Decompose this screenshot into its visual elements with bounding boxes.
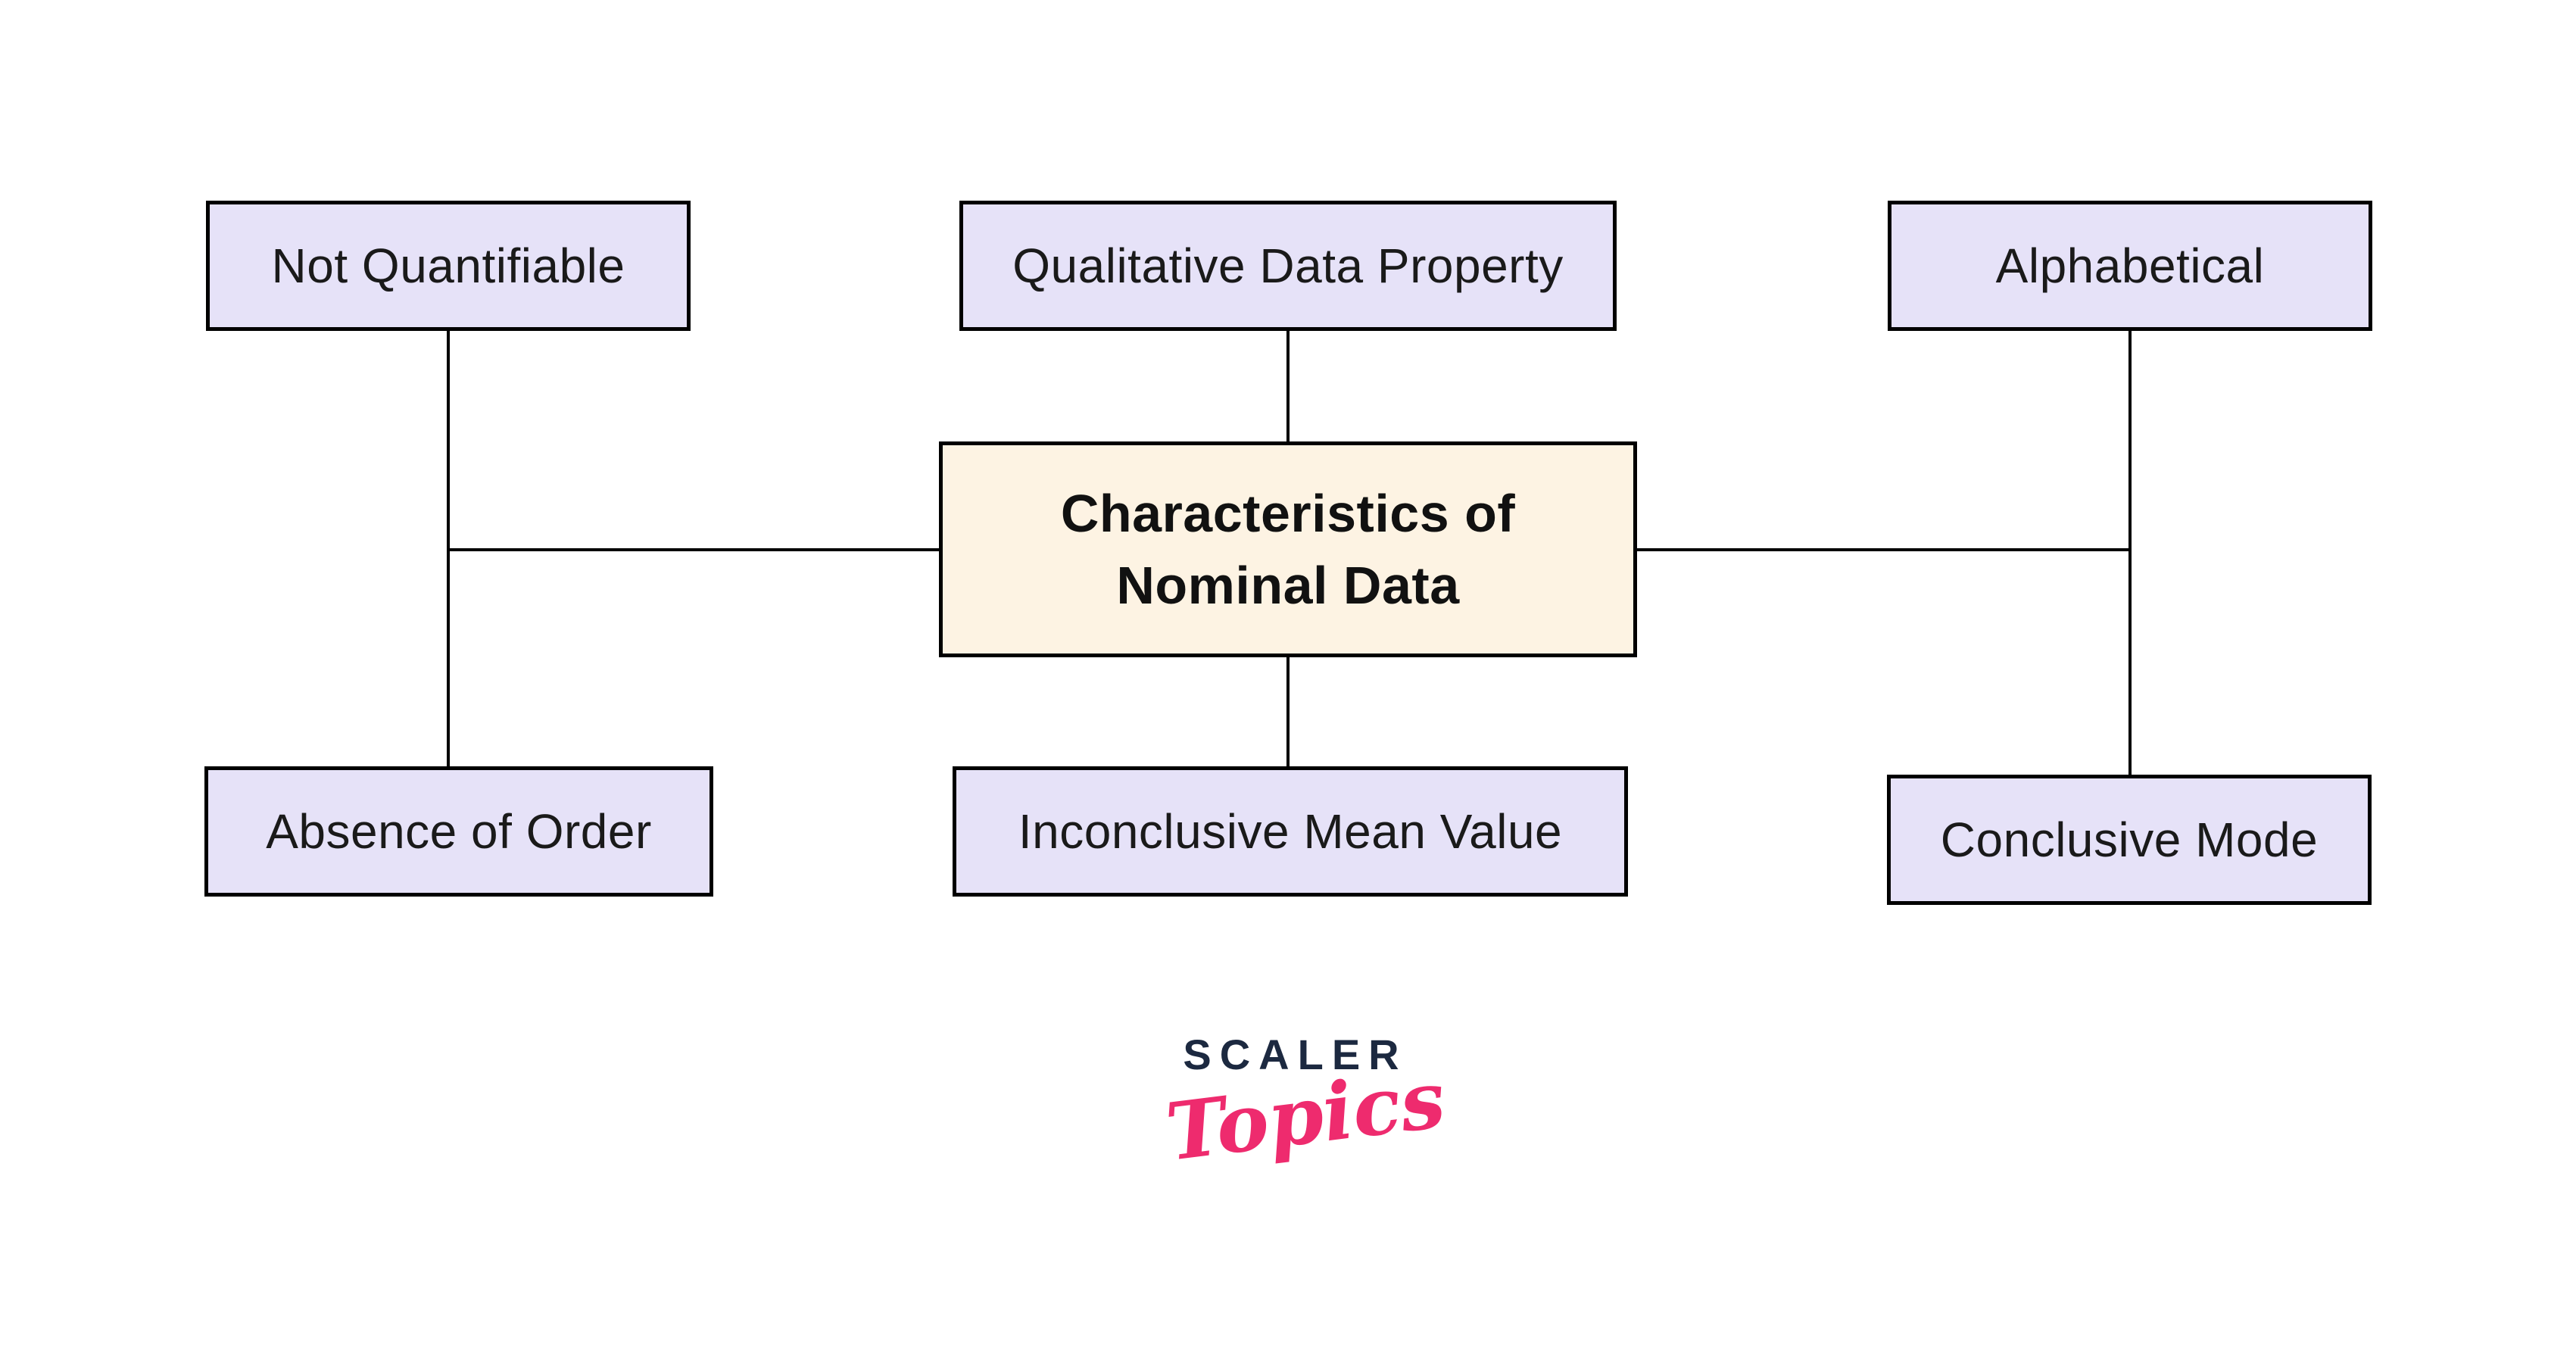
node-inconclusive-mean-value: Inconclusive Mean Value (953, 766, 1628, 897)
node-label: Inconclusive Mean Value (1018, 804, 1563, 859)
node-label: Absence of Order (266, 804, 652, 859)
node-label: Qualitative Data Property (1012, 239, 1564, 293)
connector-left-horizontal (448, 548, 940, 551)
node-not-quantifiable: Not Quantifiable (206, 201, 691, 331)
scaler-topics-logo: SCALER Topics (1162, 1030, 1450, 1179)
scaler-wordmark: SCALER (1183, 1031, 1408, 1078)
node-label: Not Quantifiable (271, 239, 625, 293)
connector-right-horizontal (1636, 548, 2130, 551)
connector-bottom-vertical (1286, 656, 1290, 768)
node-absence-of-order: Absence of Order (204, 766, 713, 897)
node-qualitative-data-property: Qualitative Data Property (959, 201, 1617, 331)
node-label: Alphabetical (1995, 239, 2265, 293)
connector-top-vertical (1286, 329, 1290, 443)
node-characteristics-of-nominal-data: Characteristics of Nominal Data (939, 441, 1637, 657)
node-label: Conclusive Mode (1940, 813, 2319, 867)
diagram-title: Characteristics of Nominal Data (1060, 484, 1516, 615)
node-conclusive-mode: Conclusive Mode (1887, 775, 2372, 905)
connector-right-vertical (2128, 329, 2132, 776)
node-alphabetical: Alphabetical (1888, 201, 2372, 331)
